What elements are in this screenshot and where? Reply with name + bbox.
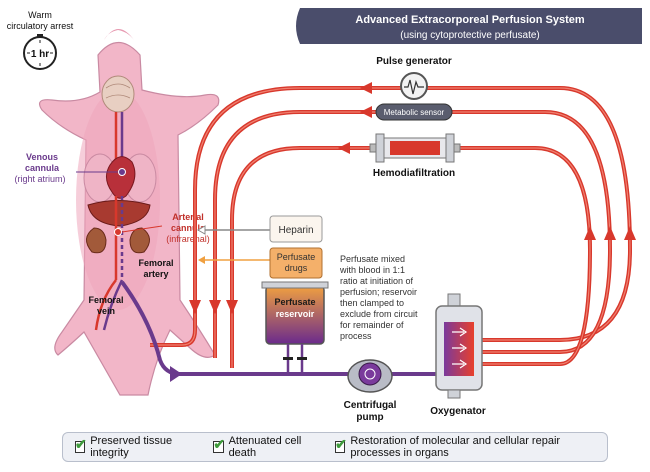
femoral-vein-vessel xyxy=(102,279,124,331)
flow-arrow xyxy=(226,300,238,314)
flow-arrow xyxy=(189,300,201,314)
heparin-box xyxy=(269,215,323,243)
left-kidney xyxy=(86,227,107,254)
pump-label-1: Centrifugal xyxy=(344,400,397,411)
oxygenator-label: Oxygenator xyxy=(430,406,486,417)
clock-icon xyxy=(23,34,57,70)
metabolic-sensor-device xyxy=(375,103,453,121)
arterial-label-3: (infrarenal) xyxy=(166,234,210,244)
clamp-icon xyxy=(283,357,293,360)
pump-label-2: pump xyxy=(356,412,383,423)
arterial-label-1: Arterial xyxy=(172,212,204,222)
reservoir-label-2: reservoir xyxy=(276,309,315,319)
outcome-item: ✔ Preserved tissue integrity xyxy=(75,435,191,459)
venous-label-2: cannula xyxy=(25,163,60,173)
femoral-artery-label-2: artery xyxy=(143,269,168,279)
perfusate-drugs-box xyxy=(269,247,323,279)
reservoir-label-1: Perfusate xyxy=(274,297,315,307)
brain-organ xyxy=(101,75,135,113)
flow-arrow xyxy=(209,300,221,314)
arrest-label-line2: circulatory arrest xyxy=(7,21,74,31)
venous-cannula-marker xyxy=(118,168,126,176)
hemodiafiltration-label: Hemodiafiltration xyxy=(373,168,455,179)
flow-arrow xyxy=(604,226,616,240)
outcome-item: ✔ Restoration of molecular and cellular … xyxy=(335,435,607,459)
femoral-vein-label-1: Femoral xyxy=(88,295,123,305)
outcome-item: ✔ Attenuated cell death xyxy=(213,435,313,459)
reservoir-note: Perfusate mixed with blood in 1:1 ratio … xyxy=(339,254,420,341)
metabolic-sensor-label: Metabolic sensor xyxy=(384,108,445,117)
outcome-label: Attenuated cell death xyxy=(228,435,302,459)
flow-arrow xyxy=(360,82,372,94)
pulse-generator-label: Pulse generator xyxy=(376,56,452,67)
heart-organ xyxy=(106,156,136,199)
femoral-vein-label-2: vein xyxy=(97,306,115,316)
clock-text: 1 hr xyxy=(31,49,49,60)
clamp-icon xyxy=(297,357,307,360)
liver-organ xyxy=(87,200,151,227)
arrest-label-line1: Warm xyxy=(28,10,52,20)
checkbox-checked-icon: ✔ xyxy=(335,436,347,453)
heparin-label: Heparin xyxy=(278,225,313,236)
oxygenator-device xyxy=(435,293,483,399)
flow-arrow xyxy=(338,142,350,154)
hemodiafiltration-device xyxy=(369,133,461,163)
pulse-generator-device xyxy=(400,72,428,100)
outcome-label: Preserved tissue integrity xyxy=(90,435,173,459)
pump-rotor-icon xyxy=(364,368,376,380)
femoral-artery-label-1: Femoral xyxy=(138,258,173,268)
header-subtitle: (using cytoprotective perfusate) xyxy=(400,30,540,41)
outcomes-bar: ✔ Preserved tissue integrity ✔ Attenuate… xyxy=(62,432,608,462)
arterial-cannula-marker xyxy=(114,228,122,236)
header-title: Advanced Extracorporeal Perfusion System xyxy=(355,14,584,26)
drugs-label-1: Perfusate xyxy=(277,252,316,262)
flow-arrow xyxy=(624,226,636,240)
drugs-label-2: drugs xyxy=(285,263,308,273)
checkbox-checked-icon: ✔ xyxy=(213,436,226,453)
flow-arrow xyxy=(584,226,596,240)
right-kidney xyxy=(129,227,150,254)
venous-label-3: (right atrium) xyxy=(14,174,65,184)
arterial-label-2: cannula xyxy=(171,223,206,233)
flow-arrow xyxy=(170,366,182,382)
flow-arrow xyxy=(360,106,372,118)
header-banner xyxy=(296,8,642,44)
venous-label-1: Venous xyxy=(26,152,58,162)
outcome-label: Restoration of molecular and cellular re… xyxy=(350,435,561,459)
femoral-artery-vessel xyxy=(94,279,117,331)
checkbox-checked-icon: ✔ xyxy=(75,436,87,453)
pulse-wave-icon xyxy=(404,79,424,95)
